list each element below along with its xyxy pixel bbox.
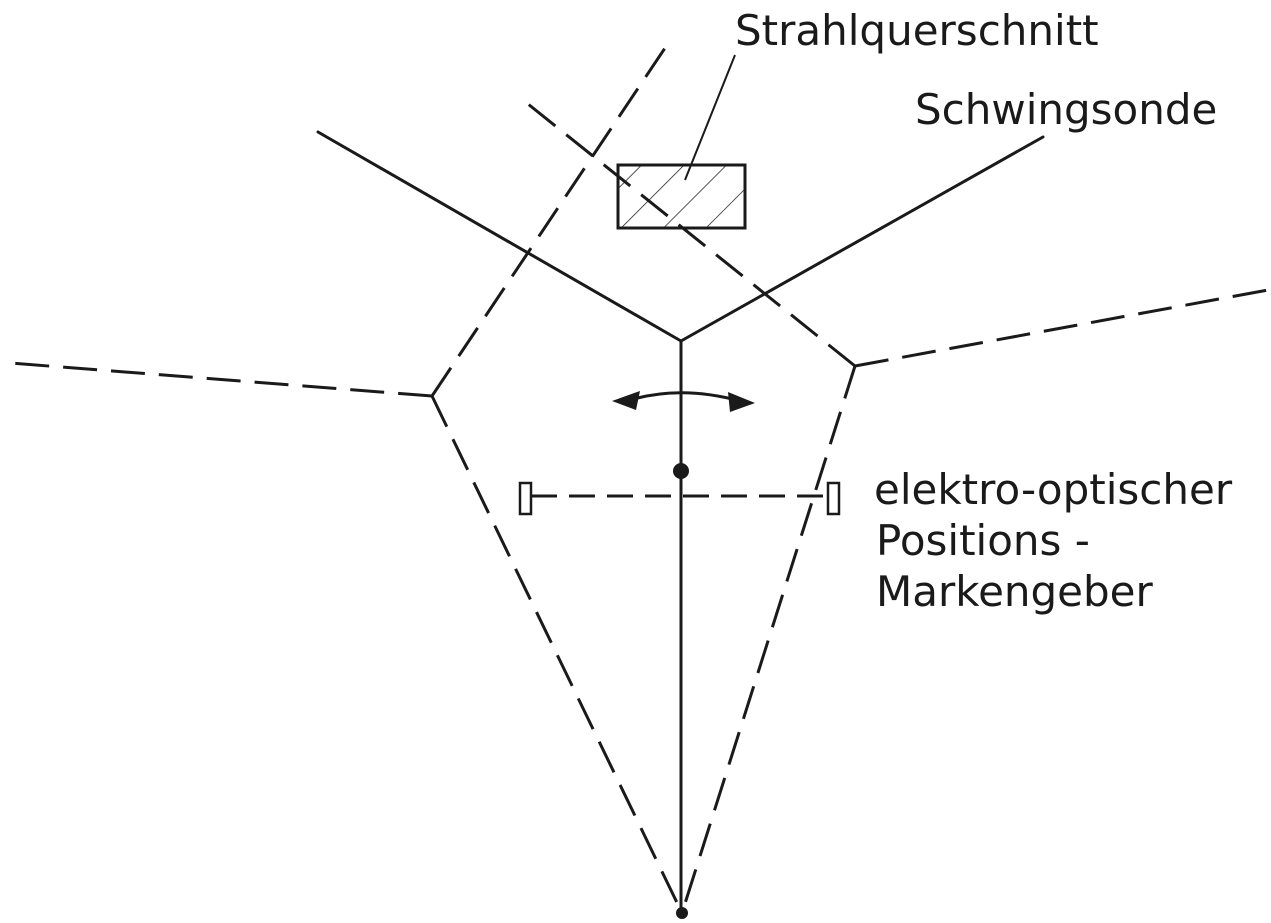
probe-arm-right	[679, 135, 1045, 343]
swing-arrow-right-head-icon	[728, 392, 755, 412]
dashed-ray-left	[9, 361, 433, 398]
label-marker-line1: elektro-optischer	[874, 465, 1233, 514]
swing-arrow-arc	[628, 391, 742, 403]
pivot-dot	[673, 463, 689, 479]
label-marker-line3: Markengeber	[876, 567, 1154, 616]
label-marker-line2: Positions -	[876, 516, 1090, 565]
label-beam-cross-section: Strahlquerschnitt	[735, 6, 1099, 55]
marker-receiver-right	[826, 481, 841, 516]
dashed-ray-lower-left	[430, 395, 684, 914]
swing-arrow-left-head-icon	[612, 391, 640, 410]
dashed-ray-lower-right	[680, 365, 857, 914]
dashed-ray-right	[854, 288, 1269, 368]
beam-cross-section-rect	[616, 163, 747, 230]
label-swing-probe: Schwingsonde	[915, 85, 1217, 134]
beam-leader-line	[684, 54, 736, 181]
marker-sender-left	[518, 481, 533, 516]
dashed-ray-upper-left	[430, 44, 669, 397]
probe-arm-left	[316, 130, 683, 343]
bottom-pivot-dot	[676, 907, 688, 919]
dashed-ray-upper-right	[527, 102, 856, 368]
